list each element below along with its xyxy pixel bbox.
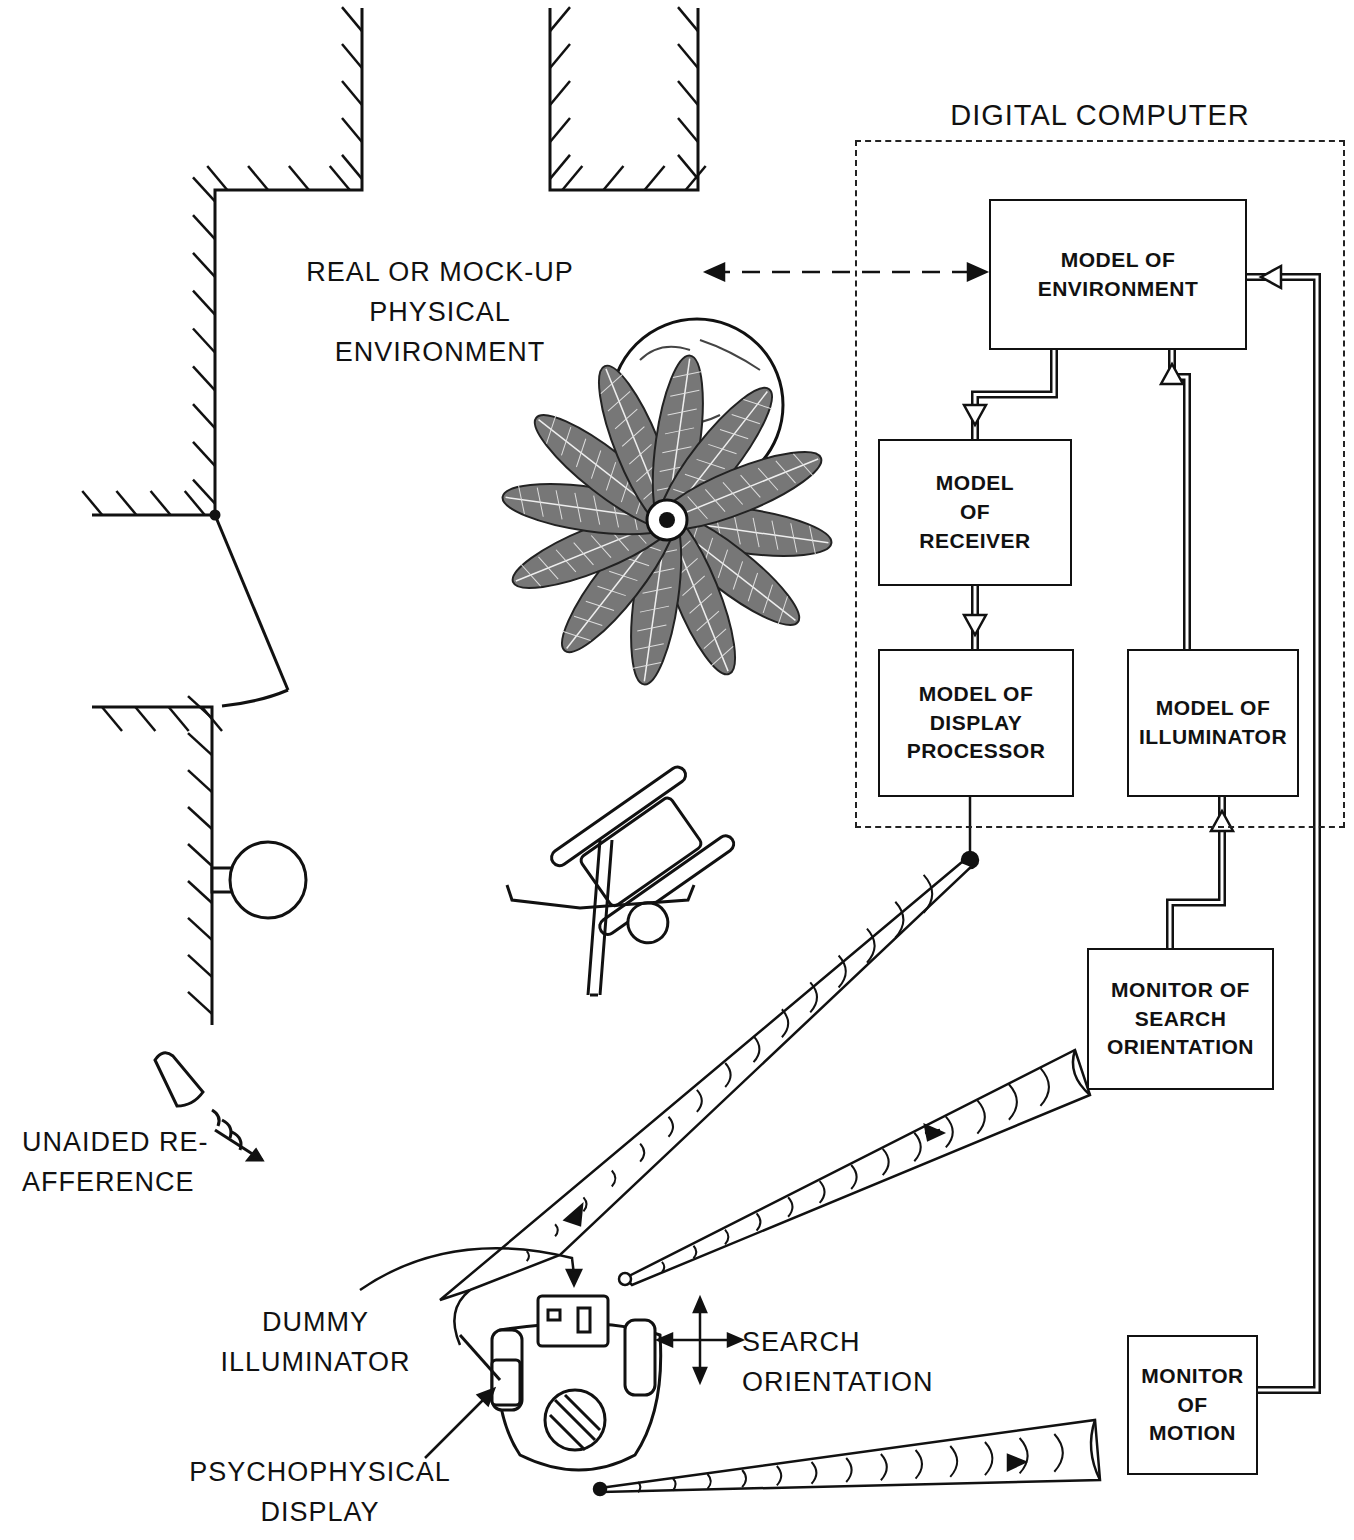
beams [440, 796, 1100, 1495]
operator [460, 1296, 661, 1470]
double-line-connector [964, 586, 986, 649]
frame-title: DIGITAL COMPUTER [857, 98, 1343, 132]
callout-label: DUMMY ILLUMINATOR [188, 1302, 443, 1382]
search-orientation-symbol [658, 1298, 742, 1382]
monitor-box: MONITOR OF MOTION [1127, 1335, 1258, 1475]
box-label: MODEL OF ILLUMINATOR [1139, 694, 1287, 752]
double-line-connector [964, 350, 1054, 439]
callout-label: SEARCH ORIENTATION [742, 1322, 992, 1402]
rover-cross [507, 840, 694, 995]
callout-label: REAL OR MOCK-UP PHYSICAL ENVIRONMENT [275, 252, 605, 372]
callout-label: UNAIDED RE-AFFERENCE [22, 1122, 312, 1202]
model-box: MODEL OF RECEIVER [878, 439, 1072, 586]
model-box: MODEL OF DISPLAY PROCESSOR [878, 649, 1074, 797]
model-box: MODEL OF ENVIRONMENT [989, 199, 1247, 350]
rover [548, 764, 755, 964]
model-box: MODEL OF ILLUMINATOR [1127, 649, 1299, 797]
computer-frame: DIGITAL COMPUTERMODEL OF ENVIRONMENTMODE… [855, 140, 1345, 828]
frame-title-text: DIGITAL COMPUTER [942, 99, 1258, 131]
box-label: MODEL OF ENVIRONMENT [1038, 246, 1199, 304]
box-label: MODEL OF RECEIVER [919, 469, 1030, 556]
box-label: MODEL OF DISPLAY PROCESSOR [907, 680, 1046, 767]
double-line-connector [1247, 266, 1317, 1390]
box-label: MONITOR OF SEARCH ORIENTATION [1107, 976, 1254, 1063]
monitor-box: MONITOR OF SEARCH ORIENTATION [1087, 948, 1274, 1090]
double-line-connector [1170, 797, 1233, 948]
box-label: MONITOR OF MOTION [1141, 1362, 1243, 1449]
antenna-globe [500, 319, 835, 687]
wall-lamp [212, 842, 306, 918]
callout-label: PSYCHOPHYSICAL DISPLAY [160, 1452, 480, 1532]
double-line-connector [1161, 350, 1187, 649]
wall-hatching [82, 7, 705, 1014]
